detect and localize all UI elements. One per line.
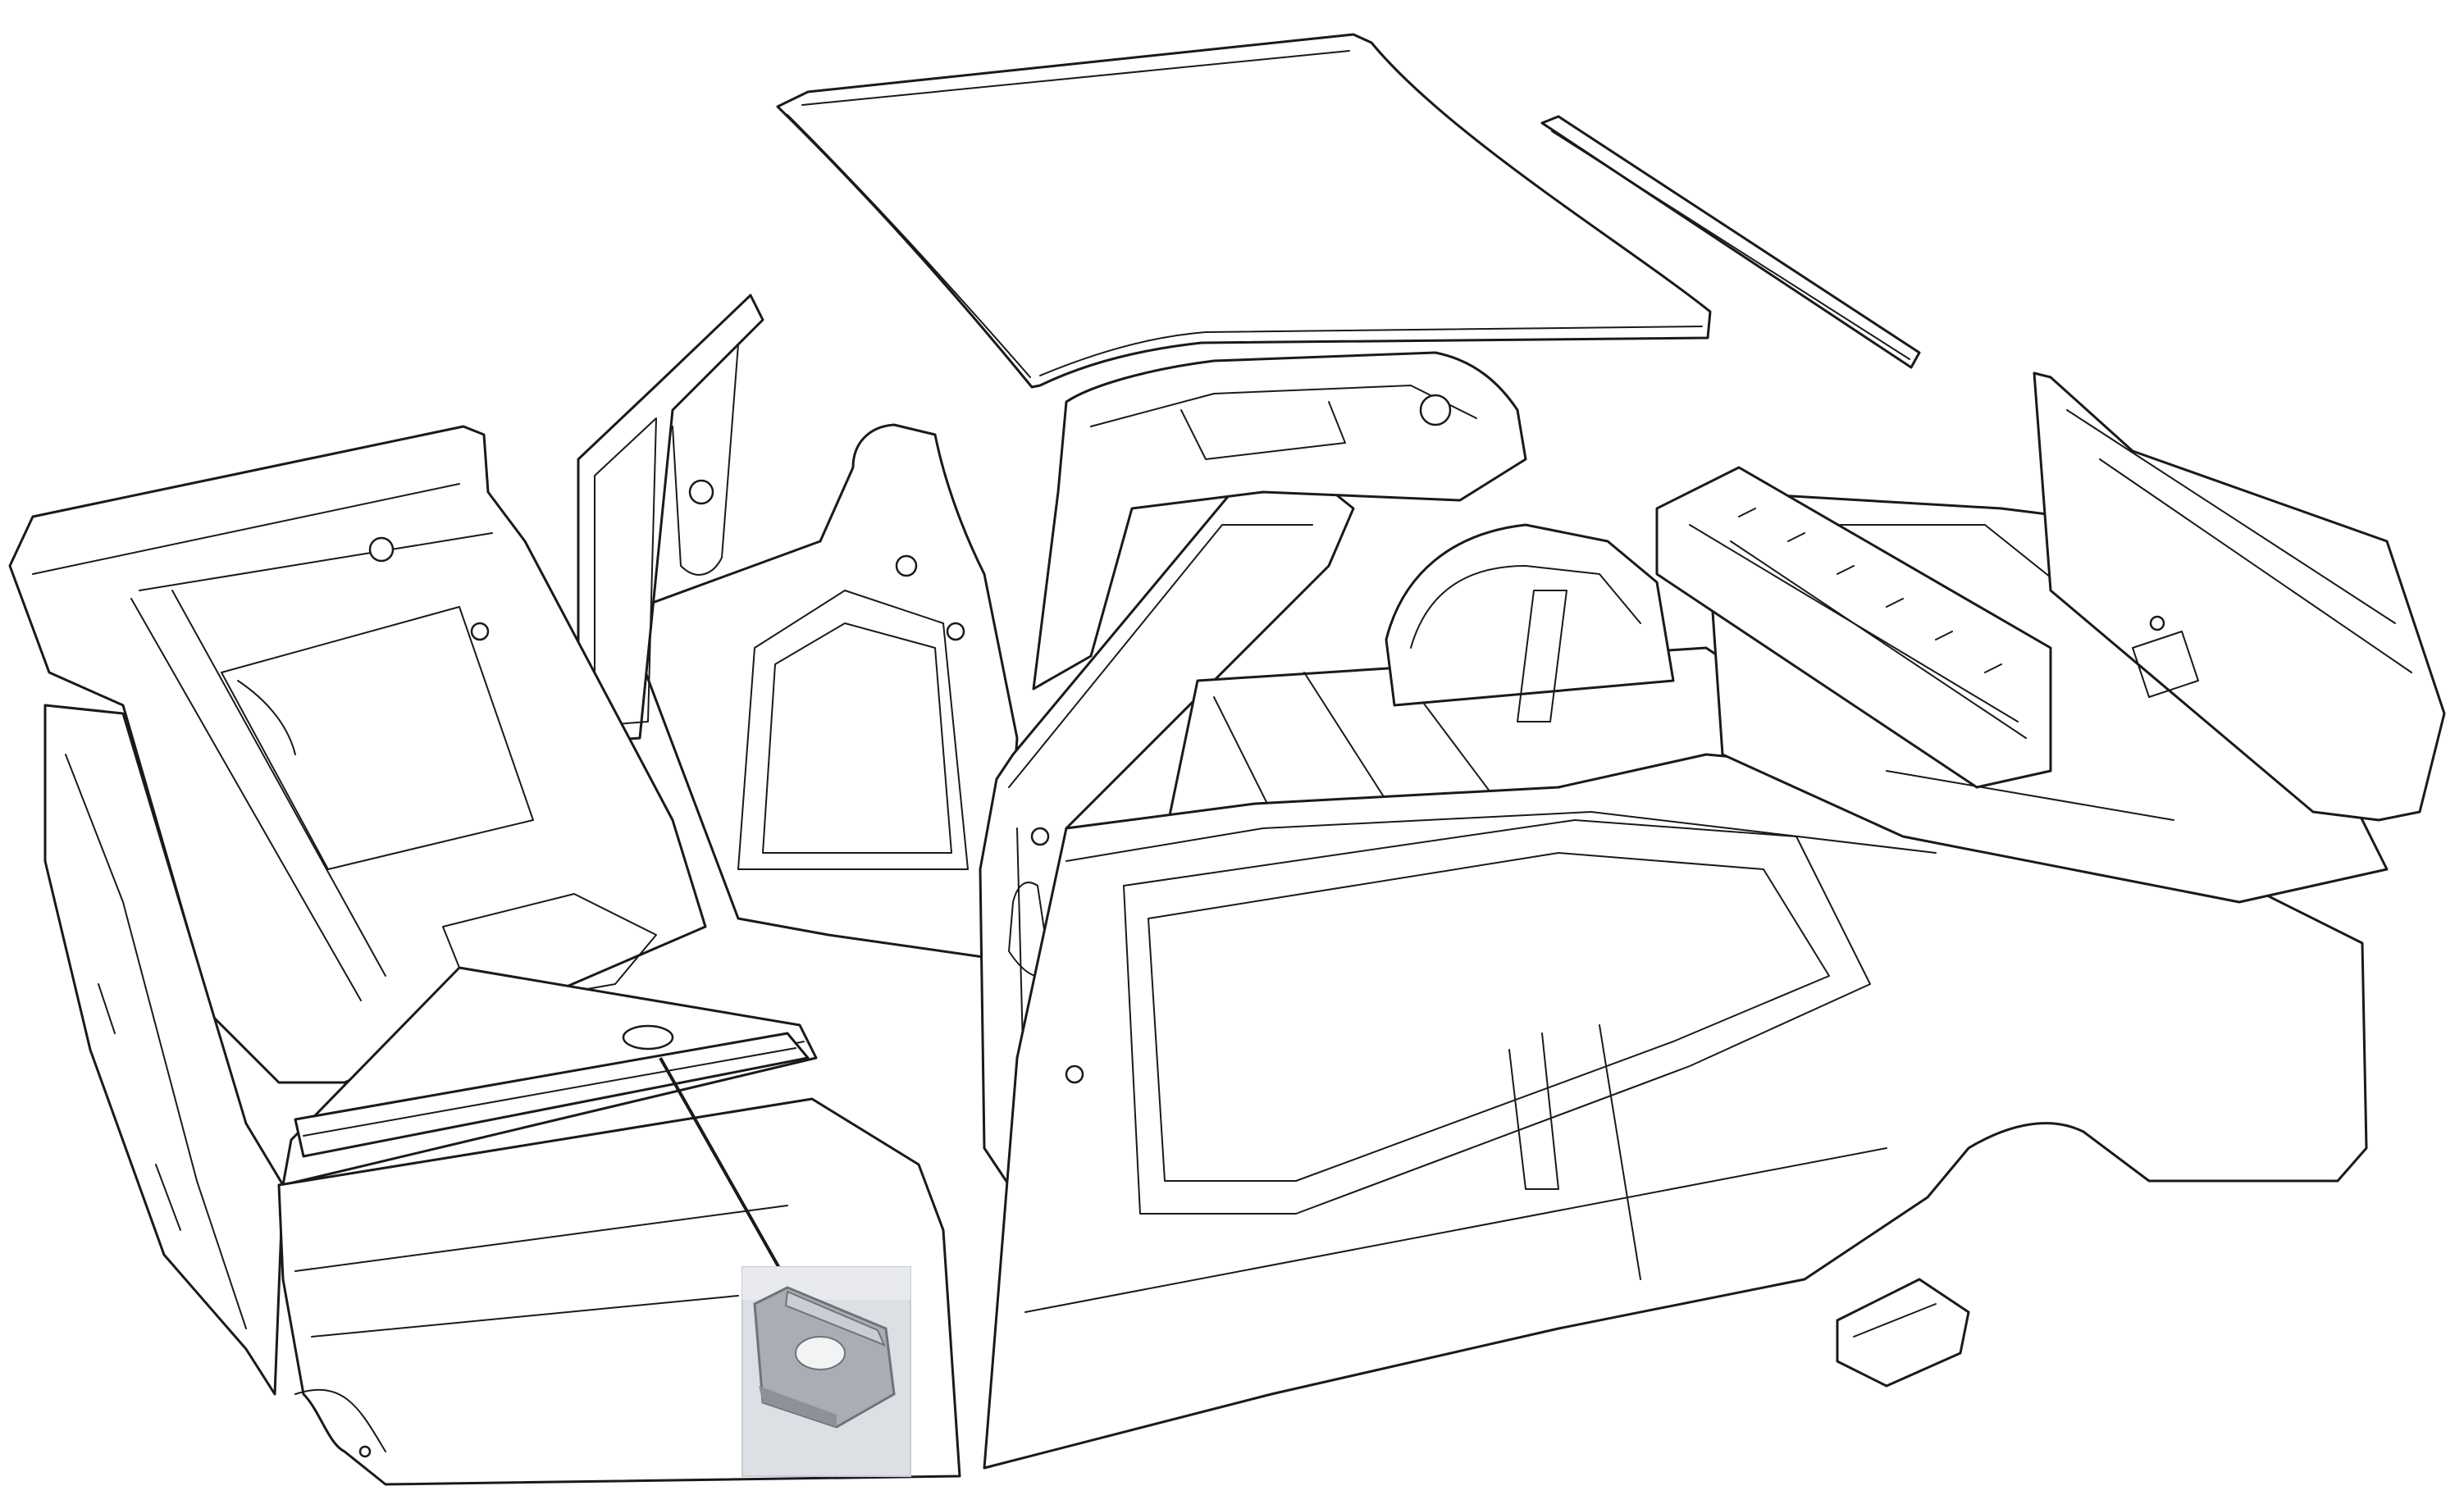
- windscreen-frame: [622, 423, 1019, 961]
- rear-valance: [2033, 371, 2446, 822]
- callout-inset-photo: [741, 1266, 911, 1477]
- callout-leader-line: [659, 1057, 785, 1276]
- front-outer-wing: [43, 704, 285, 1396]
- rear-inner-wheel-arch: [1385, 523, 1675, 722]
- roof-drip-rail: [1540, 115, 1921, 369]
- front-inner-wing: [8, 425, 707, 1084]
- rear-cross-member: [1655, 466, 2052, 789]
- sill-rail: [294, 1032, 810, 1158]
- rear-quarter-inner: [1032, 351, 1527, 691]
- rear-bumper-bracket: [1836, 1278, 1970, 1388]
- roof-panel: [776, 33, 1712, 389]
